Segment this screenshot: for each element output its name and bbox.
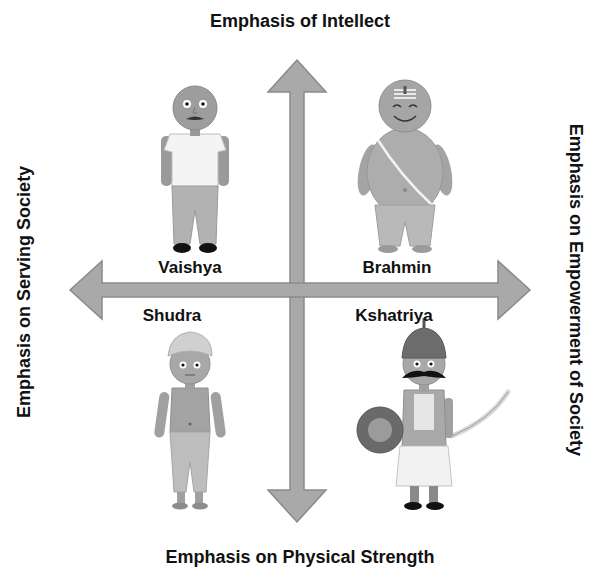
quadrant-label: Shudra xyxy=(143,307,202,326)
quadrant-label: Brahmin xyxy=(363,259,432,278)
shudra-figure xyxy=(154,332,227,510)
horizontal-axis-arrow xyxy=(70,261,530,319)
quadrant-label: Kshatriya xyxy=(355,307,432,326)
quadrant-label: Vaishya xyxy=(158,259,221,278)
vaishya-figure xyxy=(161,86,229,253)
axis-label: Emphasis on Empowerment of Society xyxy=(565,124,585,456)
kshatriya-figure xyxy=(357,318,508,510)
axis-label: Emphasis of Intellect xyxy=(210,12,390,32)
brahmin-figure xyxy=(354,80,456,253)
axis-label: Emphasis on Serving Society xyxy=(15,166,35,418)
axis-label: Emphasis on Physical Strength xyxy=(165,548,434,568)
